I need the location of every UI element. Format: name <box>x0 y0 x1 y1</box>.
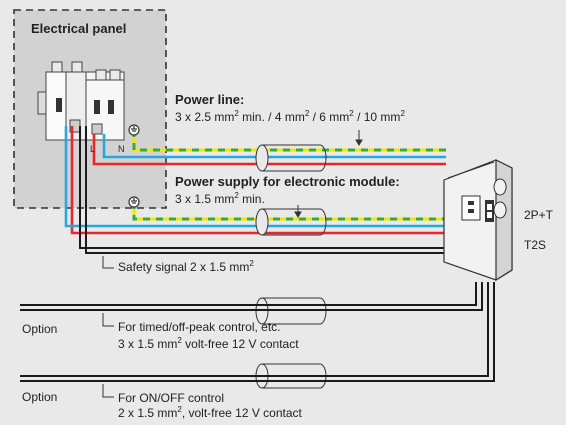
earth-symbol-icon <box>128 124 140 136</box>
cable-sleeve-icon <box>255 144 327 172</box>
pointer-arrow-icon <box>294 205 302 218</box>
option-timed-line1: For timed/off-peak control, etc. <box>118 320 281 334</box>
option-onoff-cable <box>20 282 495 382</box>
earth-symbol-icon <box>128 196 140 208</box>
option-timed-cable <box>20 282 483 311</box>
module-supply-title: Power supply for electronic module: <box>175 174 400 189</box>
charging-station-icon <box>443 159 513 282</box>
module-supply-spec: 3 x 1.5 mm2 min. <box>175 191 265 207</box>
option-onoff-line2: 2 x 1.5 mm2, volt-free 12 V contact <box>118 405 302 421</box>
plug-type-label: T2S <box>524 238 547 252</box>
pointer-arrow-icon <box>355 130 363 146</box>
terminal-label-n: N <box>118 144 125 154</box>
panel-title: Electrical panel <box>31 21 127 36</box>
terminal-label-l: L <box>90 144 96 154</box>
safety-signal-cable <box>79 126 452 254</box>
option-timed-line2: 3 x 1.5 mm2 volt-free 12 V contact <box>118 336 299 352</box>
option-label: Option <box>22 390 58 404</box>
power-line-cable <box>70 126 446 235</box>
leader-line <box>102 256 114 398</box>
power-line-title: Power line: <box>175 92 245 107</box>
cable-sleeve-icon <box>255 208 327 236</box>
power-line-spec: 3 x 2.5 mm2 min. / 4 mm2 / 6 mm2 / 10 mm… <box>175 109 405 125</box>
option-onoff-line1: For ON/OFF control <box>118 391 225 405</box>
module-supply-cable <box>64 126 446 228</box>
safety-signal-label: Safety signal 2 x 1.5 mm2 <box>118 259 254 275</box>
circuit-breaker-icon <box>37 61 125 141</box>
socket-type-label: 2P+T <box>524 208 554 222</box>
option-label: Option <box>22 322 58 336</box>
